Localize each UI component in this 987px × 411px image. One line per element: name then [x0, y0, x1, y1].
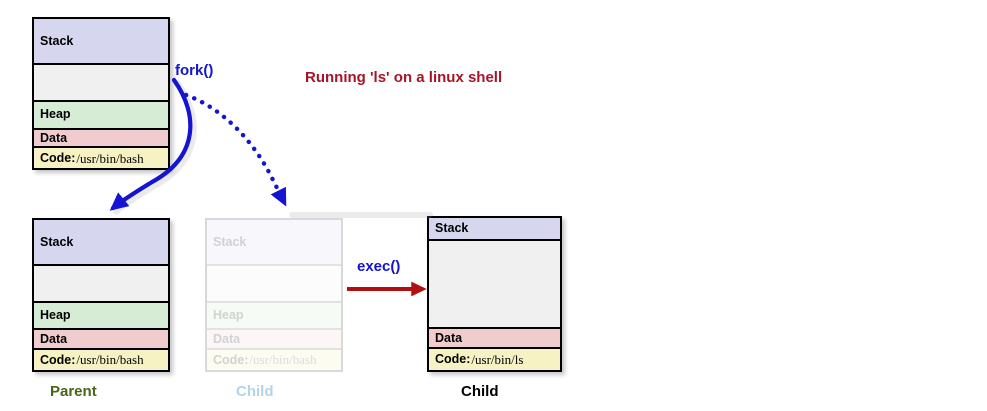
- segment-heap: Heap: [34, 302, 168, 331]
- segment-label: Data: [435, 330, 463, 345]
- label-exec: exec(): [357, 258, 401, 275]
- segment-code-key: Code:: [435, 352, 471, 367]
- segment-label: Data: [40, 130, 68, 145]
- segment-stack: Stack: [207, 220, 341, 266]
- segment-code-key: Code:: [213, 352, 249, 367]
- segment-code: Code:/usr/bin/bash: [34, 148, 168, 169]
- label-fork: fork(): [175, 62, 214, 79]
- segment-label: Data: [213, 331, 241, 346]
- segment-label: Data: [40, 331, 68, 346]
- segment-label: Stack: [40, 33, 74, 48]
- segment-code-key: Code:: [40, 150, 76, 165]
- fork-arrow-dotted: [183, 92, 287, 207]
- segment-gap: [207, 265, 341, 303]
- segment-code-path: /usr/bin/ls: [471, 352, 524, 368]
- segment-stack: Stack: [34, 220, 168, 266]
- segment-label: Stack: [435, 221, 469, 236]
- caption-child-exec: Child: [461, 383, 499, 400]
- process-box-parent: Stack Heap Data Code:/usr/bin/bash: [32, 218, 170, 372]
- segment-gap: [34, 65, 168, 102]
- segment-heap: Heap: [34, 101, 168, 130]
- segment-data: Data: [34, 129, 168, 149]
- segment-label: Heap: [40, 308, 71, 323]
- segment-code: Code:/usr/bin/bash: [34, 349, 168, 370]
- caption-child-forked: Child: [236, 383, 274, 400]
- process-box-shell: Stack Heap Data Code:/usr/bin/bash: [32, 17, 170, 170]
- segment-code-path: /usr/bin/bash: [76, 150, 144, 166]
- segment-label: Heap: [213, 308, 244, 323]
- segment-data: Data: [429, 329, 560, 350]
- segment-code-path: /usr/bin/bash: [76, 352, 144, 368]
- segment-label: Stack: [40, 234, 74, 249]
- segment-code: Code:/usr/bin/bash: [207, 349, 341, 370]
- segment-heap: Heap: [207, 302, 341, 331]
- segment-data: Data: [34, 330, 168, 350]
- segment-stack: Stack: [34, 19, 168, 66]
- segment-code-key: Code:: [40, 352, 76, 367]
- segment-code-path: /usr/bin/bash: [249, 352, 317, 368]
- segment-label: Stack: [213, 234, 247, 249]
- process-box-child-forked: Stack Heap Data Code:/usr/bin/bash: [205, 218, 343, 372]
- segment-stack: Stack: [429, 218, 560, 241]
- diagram-title: Running 'ls' on a linux shell: [305, 69, 503, 86]
- segment-data: Data: [207, 330, 341, 350]
- segment-label: Heap: [40, 107, 71, 122]
- process-box-child-exec: Stack Data Code:/usr/bin/ls: [427, 216, 562, 372]
- segment-gap: [34, 265, 168, 303]
- segment-code: Code:/usr/bin/ls: [429, 349, 560, 370]
- segment-gap: [429, 240, 560, 330]
- caption-parent: Parent: [50, 383, 97, 400]
